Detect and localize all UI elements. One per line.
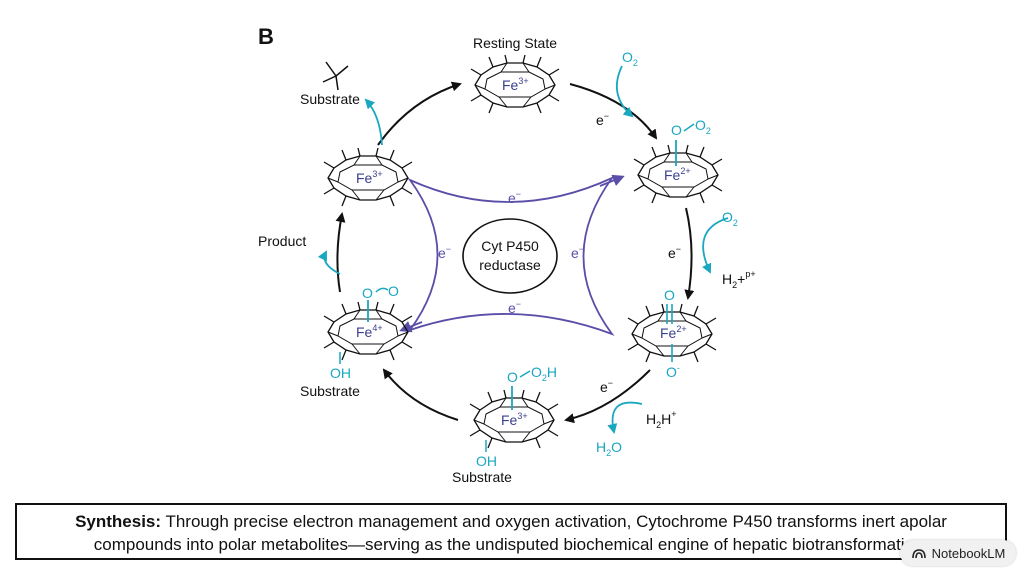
panel-label: B	[258, 24, 274, 49]
hydroperoxo-substrate-label: Substrate	[452, 469, 512, 485]
oxy-ligand-o2: O2	[695, 117, 711, 136]
ferric-iron-label: Fe3+	[356, 169, 383, 186]
o2-binding-arrow-1	[615, 65, 634, 118]
product-label: Product	[258, 233, 306, 249]
electron-left: e−	[438, 244, 451, 261]
caption-line2: compounds into polar metabolites—serving…	[93, 535, 929, 554]
h2h-label: H2H+	[646, 409, 677, 430]
peroxo-iron-label: Fe2+	[660, 324, 687, 341]
product-release-arrow	[317, 250, 341, 275]
caption-line1: Through precise electron management and …	[161, 512, 947, 531]
o2-binding-arrow-2	[702, 217, 729, 274]
reductase-membrane	[407, 175, 615, 336]
reductase-label-line2: reductase	[479, 257, 541, 273]
o2-label-2: O2	[722, 209, 738, 228]
notebooklm-badge[interactable]: NotebookLM	[900, 540, 1016, 566]
caption-bold-lead: Synthesis:	[75, 512, 162, 531]
resting-iron-label: Fe3+	[502, 76, 529, 93]
cycle-arrow-5	[382, 368, 459, 421]
p450-catalytic-cycle-diagram: B Cyt P450 reductase e− e− e− e− Substra…	[258, 24, 756, 485]
hydroperoxo-o-o-bond	[519, 370, 531, 378]
oxy-o-o-bond	[683, 123, 695, 132]
peroxo-bottom-o: O-	[666, 363, 680, 380]
resting-state-label: Resting State	[473, 35, 557, 51]
notebooklm-logo-icon	[911, 549, 926, 559]
water-release-arrow	[607, 401, 643, 434]
substrate-top-label: Substrate	[300, 91, 360, 107]
electron-cycle-2: e−	[668, 244, 681, 261]
electron-right: e−	[571, 244, 584, 261]
ferryl-ligand-o-2: O	[388, 283, 399, 299]
cycle-arrow-1	[377, 81, 462, 146]
h2o-label: H2O	[596, 439, 622, 458]
synthesis-caption: Synthesis: Through precise electron mana…	[15, 503, 1007, 560]
badge-text: NotebookLM	[931, 545, 1006, 561]
oxy-ligand-o: O	[671, 122, 682, 138]
cycle-arrow-2	[569, 83, 658, 140]
ferryl-ligand-o-1: O	[362, 285, 373, 301]
electron-bottom: e−	[508, 299, 521, 316]
ferryl-substrate-label: Substrate	[300, 383, 360, 399]
ferryl-oh: OH	[330, 365, 351, 381]
oxy-iron-label: Fe2+	[664, 166, 691, 183]
substrate-release-arrow	[364, 98, 383, 146]
ferryl-o-bond-icon	[375, 287, 389, 293]
peroxo-top-o: O	[664, 287, 675, 303]
reductase-label-line1: Cyt P450	[481, 238, 539, 254]
electron-cycle-1: e−	[596, 111, 609, 128]
hydroperoxo-ligand-o2h: O2H	[531, 364, 557, 383]
hydroperoxo-ligand-o: O	[507, 369, 518, 385]
electron-top: e−	[508, 189, 521, 206]
substrate-molecule-icon	[322, 61, 349, 91]
reductase-center	[462, 218, 558, 294]
cycle-arrow-3	[684, 207, 695, 300]
hydroperoxo-oh: OH	[476, 453, 497, 469]
o2-label-1: O2	[622, 49, 638, 68]
reductase-arrow-oxy	[599, 174, 625, 187]
hydroperoxo-iron-label: Fe3+	[501, 411, 528, 428]
h2-label: H2+p+	[722, 269, 756, 290]
ferryl-iron-label: Fe4+	[356, 323, 383, 340]
electron-cycle-3: e−	[600, 378, 613, 395]
cycle-arrow-6	[335, 212, 346, 293]
cycle-arrow-4	[564, 369, 651, 424]
